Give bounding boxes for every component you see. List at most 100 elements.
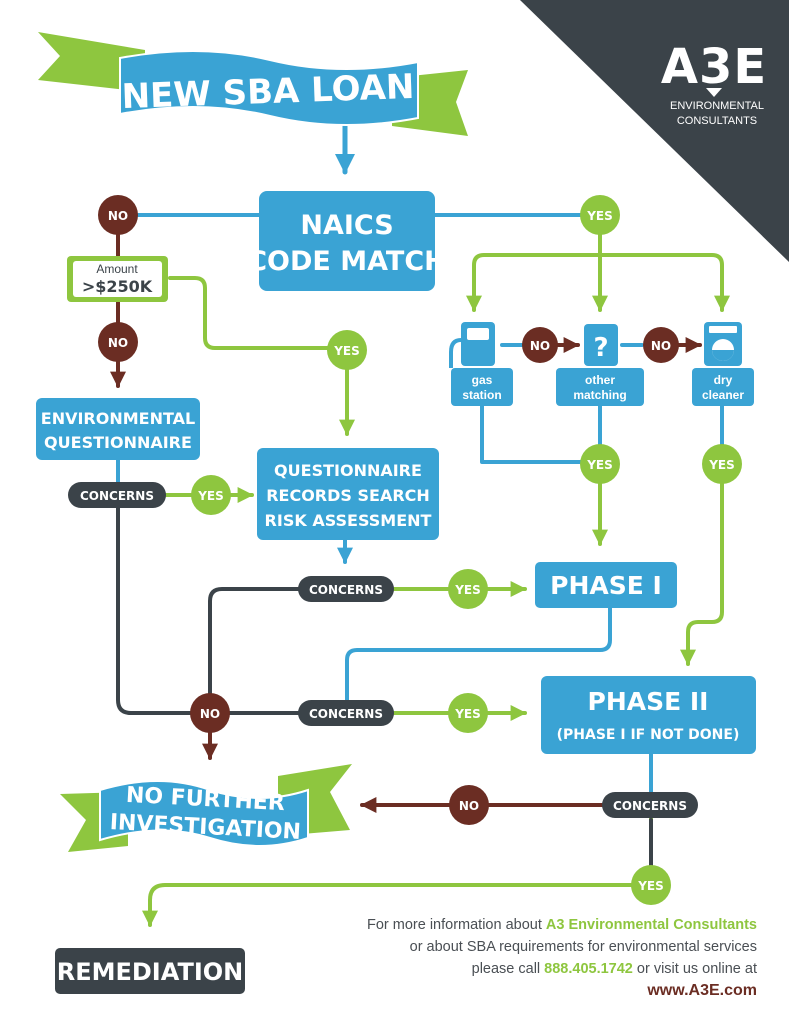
naics-node: NAICS CODE MATCH [247,191,447,291]
logo-text: A3E [661,39,767,95]
decision-no-naics-text: NO [108,209,128,223]
gas-station-text-2: station [462,388,501,402]
decision-yes-dry-text: YES [708,458,735,472]
decision-no-concerns: NO [190,693,230,733]
footer-line-3: please call 888.405.1742 or visit us onl… [367,958,757,980]
remediation-node: REMEDIATION [55,948,245,994]
decision-no-concerns-text: NO [200,707,220,721]
footer-website-link[interactable]: www.A3E.com [647,982,757,999]
footer-line-2: or about SBA requirements for environmen… [409,939,757,955]
decision-no-phase2: NO [449,785,489,825]
connector-concerns1-left [116,506,304,715]
dry-cleaner-box [692,368,754,406]
decision-yes-concerns2: YES [448,569,488,609]
dry-cleaner-node: dry cleaner [692,322,754,406]
concerns-phase1: CONCERNS [298,700,394,726]
question-mark-icon: ? [593,333,608,363]
connector-amount-yes [168,276,332,350]
gas-station-text-1: gas [472,373,493,387]
decision-yes-concerns2-text: YES [454,583,481,597]
env-questionnaire-text-2: QUESTIONNAIRE [44,433,192,452]
concerns-envq-text: CONCERNS [80,489,154,503]
qrr-text-1: QUESTIONNAIRE [274,461,422,480]
decision-no-other-text: NO [651,339,671,353]
amount-label: Amount [96,262,138,276]
decision-no-naics: NO [98,195,138,235]
connector-dry-yes-to-phase2 [680,478,724,666]
decision-yes-other: YES [580,444,620,484]
decision-no-gas-text: NO [530,339,550,353]
washing-machine-panel [709,326,737,333]
footer-line3-post: or visit us online at [632,961,757,977]
corner-triangle [520,0,789,262]
qrr-text-3: RISK ASSESSMENT [265,511,432,530]
gas-station-box [451,368,513,406]
connector-gas-down [480,402,587,464]
remediation-text: REMEDIATION [57,958,244,986]
decision-no-amount: NO [98,322,138,362]
connector-concerns2-left [208,587,304,702]
other-matching-node: ? other matching [556,324,644,406]
dry-cleaner-text-2: cleaner [702,388,744,402]
end-banner-body [99,780,309,847]
concerns-qrr: CONCERNS [298,576,394,602]
brand-line1: ENVIRONMENTAL [670,100,764,112]
question-mark-icon-bg [584,324,618,366]
amount-node: Amount >$250K [67,256,168,302]
start-banner: NEW SBA LOAN [38,32,468,136]
gas-station-node: gas station [449,322,513,406]
phase2-node: PHASE II (PHASE I IF NOT DONE) [541,676,756,754]
decision-no-phase2-text: NO [459,799,479,813]
decision-yes-naics: YES [580,195,620,235]
start-banner-left-tail [38,32,145,92]
naics-text-2: CODE MATCH [247,246,447,277]
decision-yes-amount: YES [327,330,367,370]
qrr-node: QUESTIONNAIRE RECORDS SEARCH RISK ASSESS… [257,448,439,540]
footer-phone: 888.405.1742 [544,961,633,977]
remediation-box [55,948,245,994]
concerns-envq: CONCERNS [68,482,166,508]
decision-yes-amount-text: YES [333,344,360,358]
decision-no-amount-text: NO [108,336,128,350]
decision-yes-naics-text: YES [586,209,613,223]
gas-pump-window [467,328,489,340]
qrr-text-2: RECORDS SEARCH [266,486,430,505]
phase1-text: PHASE I [550,571,662,600]
naics-box [259,191,435,291]
footer-line1-pre: For more information about [366,917,546,933]
amount-value: >$250K [82,277,153,296]
concerns-qrr-text: CONCERNS [309,583,383,597]
qrr-box [257,448,439,540]
washing-machine-water [712,350,734,361]
decision-yes-phase2: YES [631,865,671,905]
footer-line-1: For more information about A3 Environmen… [367,914,757,936]
footer-line3-pre: please call [471,961,545,977]
naics-text-1: NAICS [300,210,393,241]
decision-yes-phase2-text: YES [637,879,664,893]
concerns-phase1-text: CONCERNS [309,707,383,721]
logo-arrow-icon [706,88,722,97]
decision-yes-concerns1-text: YES [197,489,224,503]
gas-pump-hose [449,338,462,368]
dry-cleaner-text-1: dry [714,373,733,387]
decision-yes-concerns1: YES [191,475,231,515]
phase2-text-1: PHASE II [588,687,709,716]
concerns-phase2: CONCERNS [602,792,698,818]
env-questionnaire-box [36,398,200,460]
footer-info: For more information about A3 Environmen… [367,914,757,1002]
decision-no-other: NO [643,327,679,363]
decision-yes-concerns3: YES [448,693,488,733]
brand-logo: A3E ENVIRONMENTAL CONSULTANTS [661,39,767,127]
env-questionnaire-node: ENVIRONMENTAL QUESTIONNAIRE [36,398,200,460]
concerns-phase2-text: CONCERNS [613,799,687,813]
end-banner: NO FURTHER INVESTIGATION [60,764,352,852]
other-matching-text-1: other [585,373,615,387]
brand-line2: CONSULTANTS [677,115,757,127]
decision-yes-dry: YES [702,444,742,484]
other-matching-box [556,368,644,406]
other-matching-text-2: matching [573,388,626,402]
phase2-box [541,676,756,754]
phase1-box [535,562,677,608]
footer-company: A3 Environmental Consultants [545,917,757,933]
